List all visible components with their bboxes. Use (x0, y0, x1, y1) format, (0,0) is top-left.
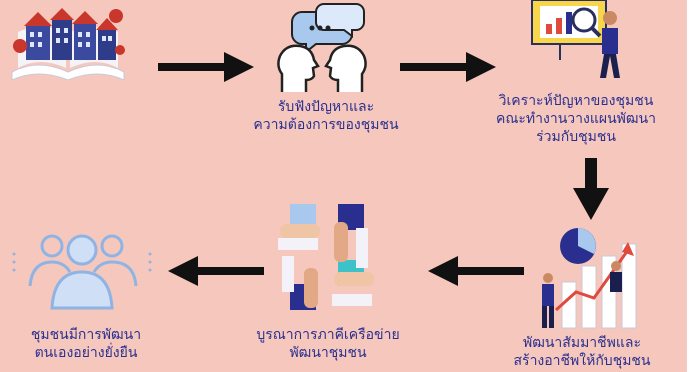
arrow-right-2 (400, 52, 496, 82)
step-5-label: บูรณาการภาคีเครือข่าย พัฒนาชุมชน (240, 326, 416, 362)
step-6-label: ชุมชนมีการพัฒนา ตนเองอย่างยั่งยืน (4, 326, 168, 362)
step-6-line-2: ตนเองอย่างยั่งยืน (34, 345, 138, 361)
step-2-label: รับฟังปัญหาและ ความต้องการของชุมชน (246, 98, 406, 134)
step-3-line-1: วิเคราะห์ปัญหาของชุมชน (498, 93, 654, 109)
arrow-left-2 (168, 256, 264, 286)
listening-heads-icon (277, 3, 367, 92)
step-4-line-2: สร้างอาชีพให้กับชุมชน (513, 353, 651, 369)
step-3-label: วิเคราะห์ปัญหาของชุมชน คณะทำงานวางแผนพัฒ… (478, 92, 674, 146)
arrow-left-1 (428, 256, 524, 286)
step-4-line-1: พัฒนาสัมมาชีพและ (522, 335, 642, 351)
step-3-line-3: ร่วมกับชุมชน (536, 129, 616, 145)
analysis-presentation-icon (531, 0, 620, 78)
growth-chart-icon (542, 228, 637, 329)
step-6-line-1: ชุมชนมีการพัฒนา (30, 327, 142, 343)
community-book-icon (11, 8, 125, 81)
page-edge (687, 0, 693, 372)
step-2-line-2: ความต้องการของชุมชน (253, 117, 399, 133)
arrow-right-1 (158, 52, 254, 82)
arrow-down (573, 158, 609, 220)
people-group-icon (12, 234, 152, 310)
step-5-line-2: พัฒนาชุมชน (289, 345, 367, 361)
step-3-line-2: คณะทำงานวางแผนพัฒนา (496, 111, 656, 127)
step-4-label: พัฒนาสัมมาชีพและ สร้างอาชีพให้กับชุมชน (492, 334, 672, 370)
puzzle-hands-icon (278, 204, 374, 310)
step-2-line-1: รับฟังปัญหาและ (277, 99, 375, 115)
step-5-line-1: บูรณาการภาคีเครือข่าย (256, 327, 400, 343)
